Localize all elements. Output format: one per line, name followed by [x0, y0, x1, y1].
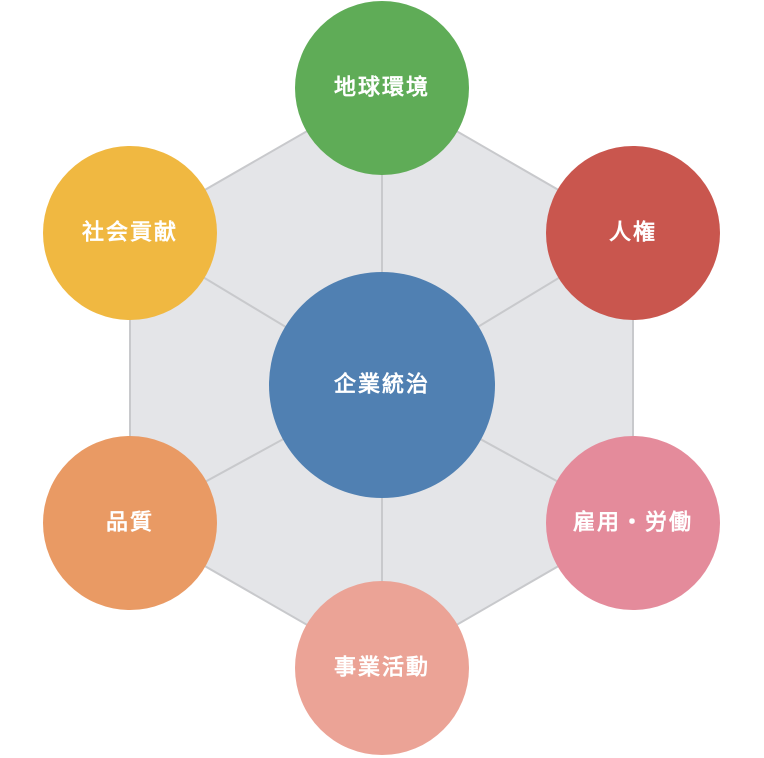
node-quality: 品質 — [43, 436, 217, 610]
node-human-rights-circle — [546, 146, 720, 320]
node-business-circle — [295, 581, 469, 755]
node-business: 事業活動 — [295, 581, 469, 755]
node-human-rights-label: 人権 — [609, 220, 657, 246]
node-environment: 地球環境 — [295, 1, 469, 175]
node-quality-label: 品質 — [106, 511, 154, 536]
node-employment-circle — [546, 436, 720, 610]
node-social-label: 社会貢献 — [82, 220, 178, 246]
node-social-circle — [43, 146, 217, 320]
center-label: 企業統治 — [333, 372, 430, 398]
center-circle — [269, 272, 495, 498]
node-environment-circle — [295, 1, 469, 175]
center-node: 企業統治 — [269, 272, 495, 498]
node-employment: 雇用・労働 — [546, 436, 720, 610]
node-quality-circle — [43, 436, 217, 610]
node-employment-label: 雇用・労働 — [573, 510, 693, 536]
node-environment-label: 地球環境 — [334, 75, 430, 101]
node-business-label: 事業活動 — [334, 655, 430, 681]
node-human-rights: 人権 — [546, 146, 720, 320]
node-social: 社会貢献 — [43, 146, 217, 320]
